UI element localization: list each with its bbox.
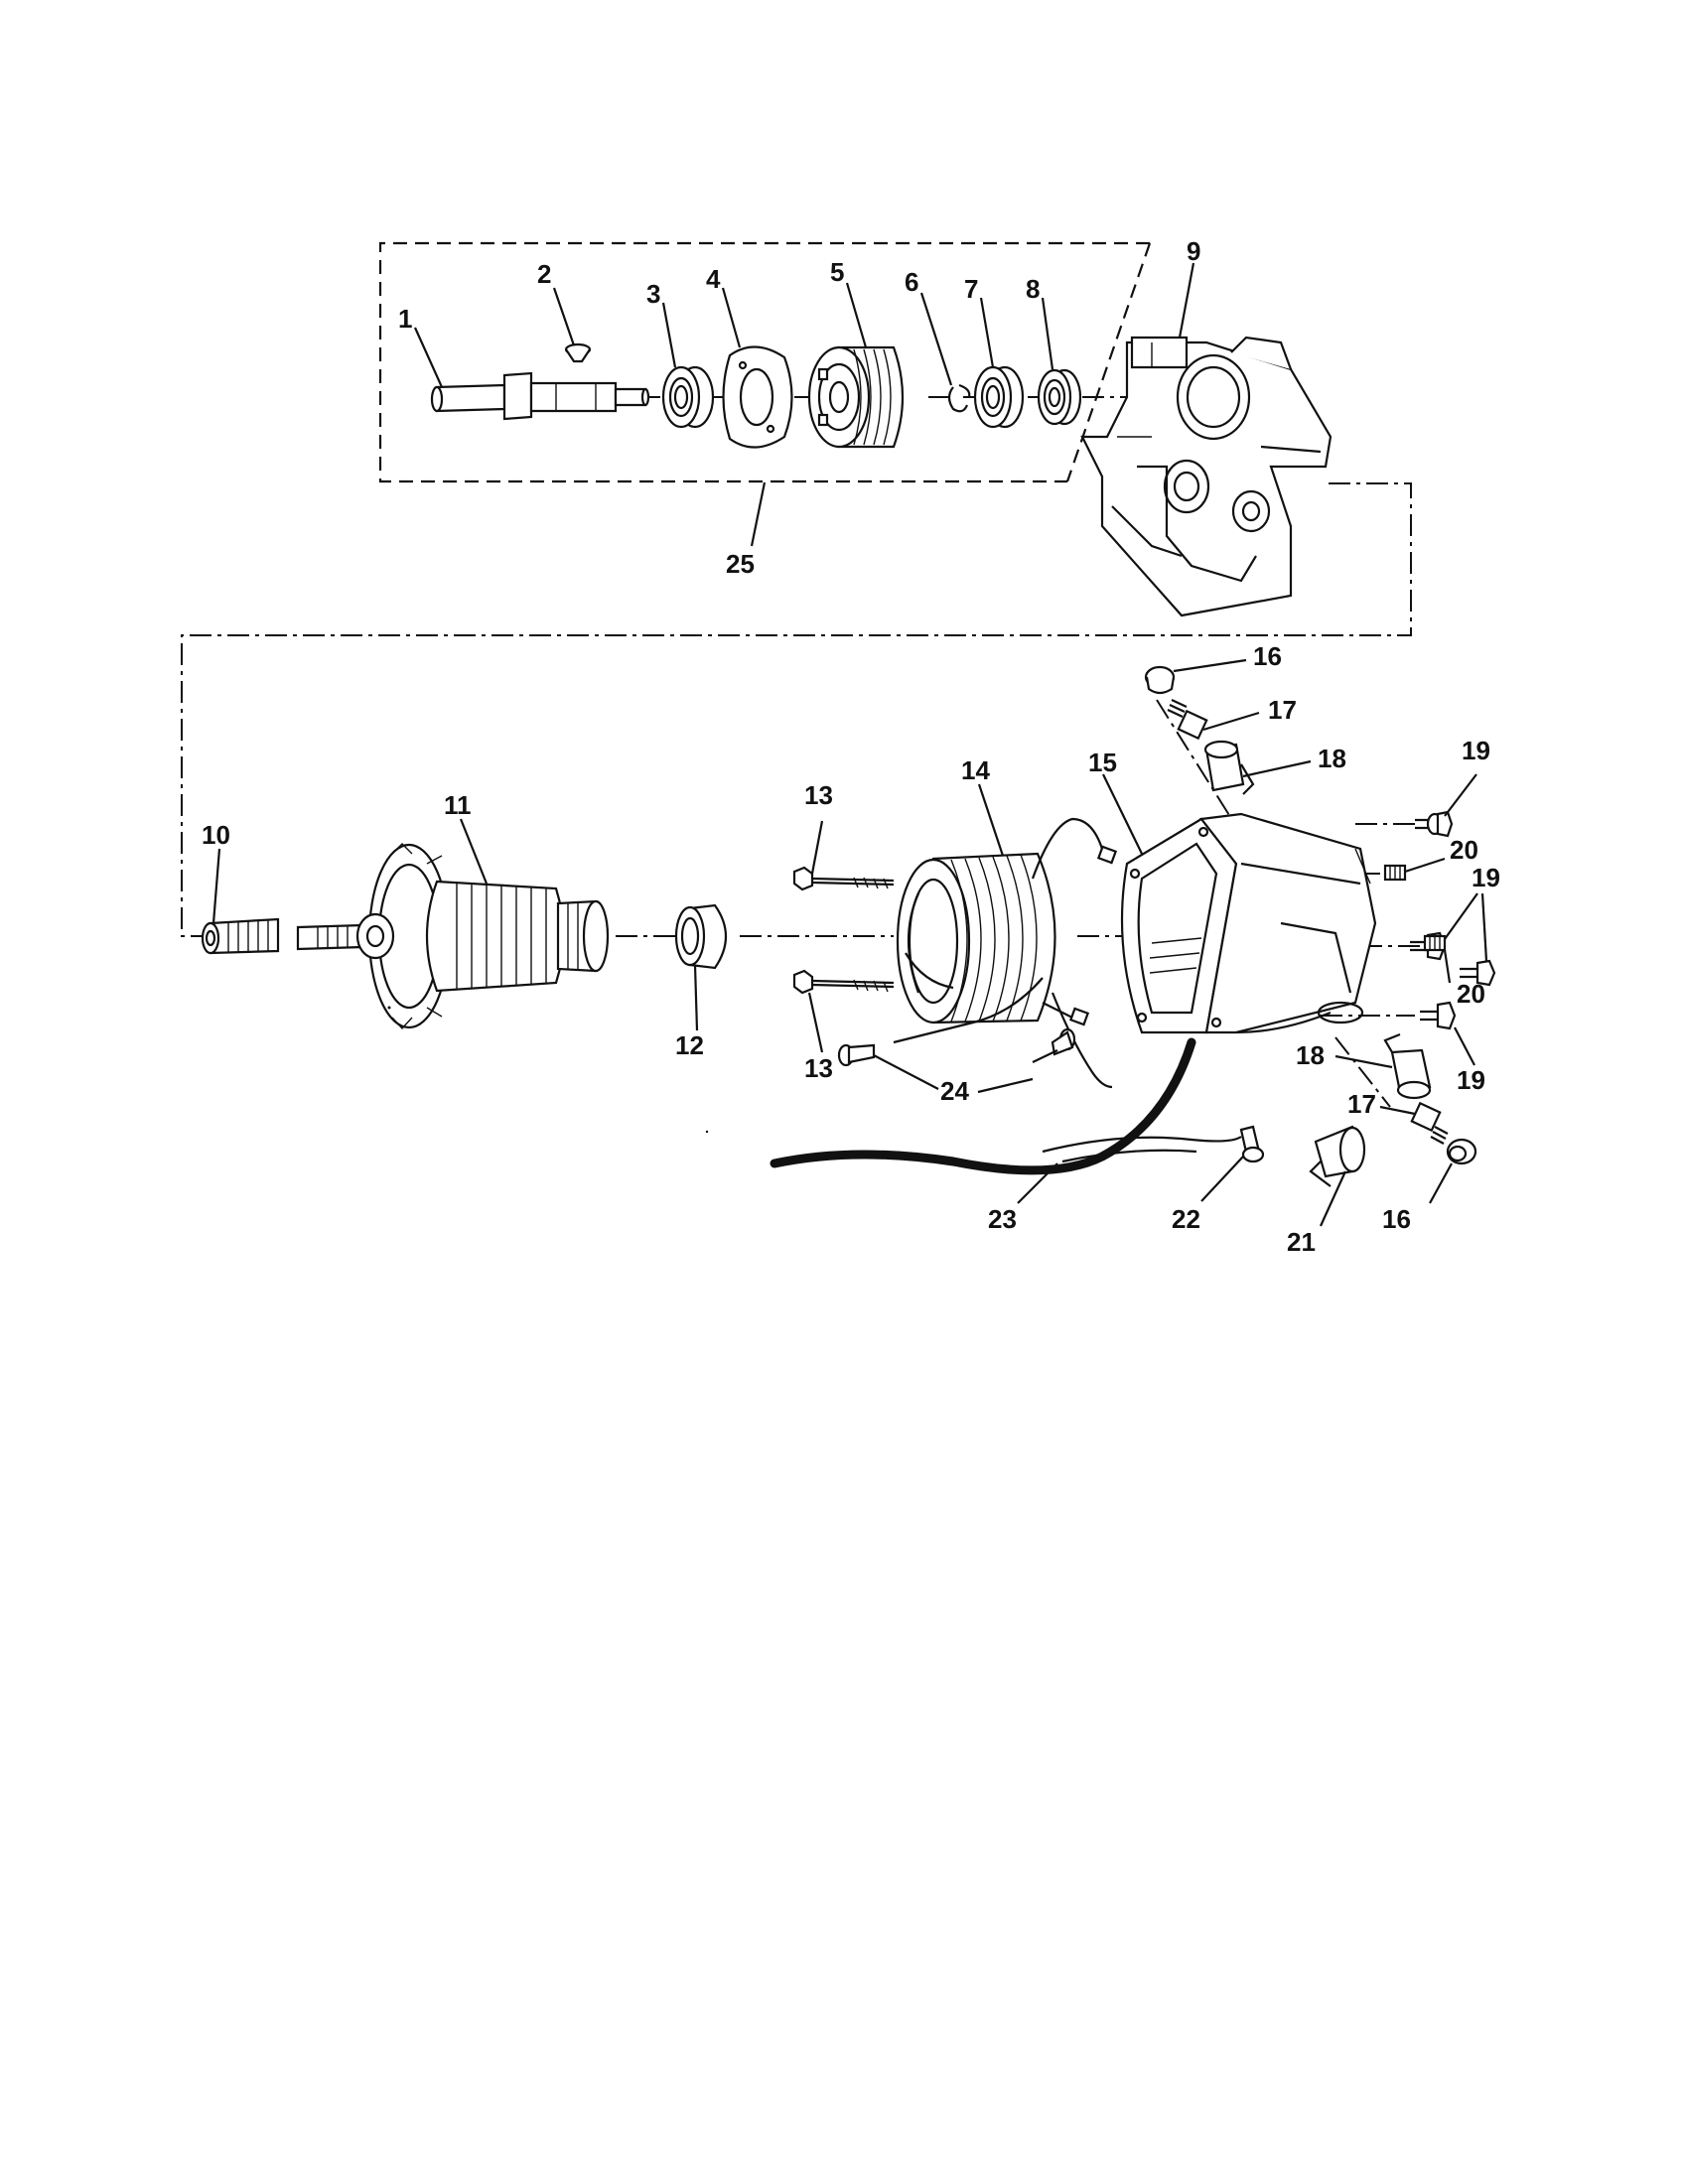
callout-9: 9 bbox=[1187, 236, 1200, 266]
part-12-bearing-cup bbox=[674, 903, 727, 970]
callout-16-upper: 16 bbox=[1253, 641, 1282, 671]
part-15-housing bbox=[1120, 812, 1377, 1034]
callout-18-lower: 18 bbox=[1296, 1040, 1325, 1070]
callout-19-top: 19 bbox=[1462, 736, 1490, 765]
part-20-set-screw-upper bbox=[1383, 864, 1407, 882]
part-18-brush-holder-upper bbox=[1203, 740, 1255, 795]
part-13-screw-lower bbox=[792, 969, 895, 995]
part-17-brush-lower bbox=[1410, 1101, 1449, 1145]
part-19-screw-bottom bbox=[1420, 1001, 1457, 1030]
callout-19-middle: 19 bbox=[1472, 863, 1500, 892]
part-11-armature bbox=[296, 843, 610, 1030]
part-13-screw-upper bbox=[792, 866, 895, 891]
callout-15: 15 bbox=[1088, 748, 1117, 777]
part-6-retaining-ring bbox=[947, 383, 971, 413]
callout-17-upper: 17 bbox=[1268, 695, 1297, 725]
callout-12: 12 bbox=[675, 1030, 704, 1060]
part-16-brush-cap-upper bbox=[1144, 665, 1176, 695]
part-24-screw-right bbox=[1032, 1027, 1076, 1063]
callout-16-lower: 16 bbox=[1382, 1204, 1411, 1234]
part-14-field bbox=[893, 817, 1118, 1089]
callout-8: 8 bbox=[1026, 274, 1040, 304]
part-17-brush-upper bbox=[1167, 699, 1208, 741]
part-16-brush-cap-lower bbox=[1446, 1138, 1477, 1165]
callout-2: 2 bbox=[537, 259, 551, 289]
callout-10: 10 bbox=[202, 820, 230, 850]
callout-20-lower: 20 bbox=[1457, 979, 1485, 1009]
part-23-cord bbox=[770, 1037, 1242, 1175]
part-1-shaft bbox=[430, 371, 650, 421]
callout-23: 23 bbox=[988, 1204, 1017, 1234]
leader-lines bbox=[211, 262, 1488, 1227]
part-5-pulley bbox=[807, 345, 905, 449]
part-21-cord-clamp bbox=[1309, 1125, 1366, 1187]
callout-13-lower: 13 bbox=[804, 1053, 833, 1083]
scan-specks bbox=[387, 1006, 709, 1134]
part-20-set-screw-lower bbox=[1423, 934, 1447, 952]
callout-11: 11 bbox=[444, 790, 472, 820]
callout-17-lower: 17 bbox=[1347, 1089, 1376, 1119]
callout-19-bottom: 19 bbox=[1457, 1065, 1485, 1095]
part-18-brush-holder-lower bbox=[1383, 1032, 1432, 1100]
part-2-key bbox=[564, 342, 592, 363]
callout-1: 1 bbox=[398, 304, 412, 334]
callout-22: 22 bbox=[1172, 1204, 1200, 1234]
part-7-bearing bbox=[973, 365, 1025, 429]
callout-24: 24 bbox=[940, 1076, 969, 1106]
part-22-terminal bbox=[1239, 1125, 1265, 1163]
callout-labels: 1 2 3 4 5 6 7 8 9 25 10 11 12 13 13 14 1… bbox=[202, 236, 1500, 1257]
part-3-bearing bbox=[661, 365, 715, 429]
callout-13-upper: 13 bbox=[804, 780, 833, 810]
part-9-bracket bbox=[1080, 336, 1333, 617]
callout-5: 5 bbox=[830, 257, 844, 287]
callout-21: 21 bbox=[1287, 1227, 1316, 1257]
part-4-retainer-plate bbox=[722, 345, 793, 449]
part-24-screw-left bbox=[837, 1043, 876, 1067]
callout-20-upper: 20 bbox=[1450, 835, 1478, 865]
callout-18-upper: 18 bbox=[1318, 744, 1346, 773]
callout-6: 6 bbox=[905, 267, 918, 297]
part-19-screw-middle-right bbox=[1460, 959, 1496, 987]
callout-7: 7 bbox=[964, 274, 978, 304]
callout-3: 3 bbox=[646, 279, 660, 309]
assembly-25-outline bbox=[378, 241, 1152, 483]
callout-4: 4 bbox=[706, 264, 721, 294]
callout-25: 25 bbox=[726, 549, 755, 579]
part-19-screw-top bbox=[1415, 810, 1454, 838]
part-10-spring bbox=[201, 917, 280, 955]
part-8-bearing bbox=[1037, 368, 1082, 426]
callout-14: 14 bbox=[961, 755, 990, 785]
